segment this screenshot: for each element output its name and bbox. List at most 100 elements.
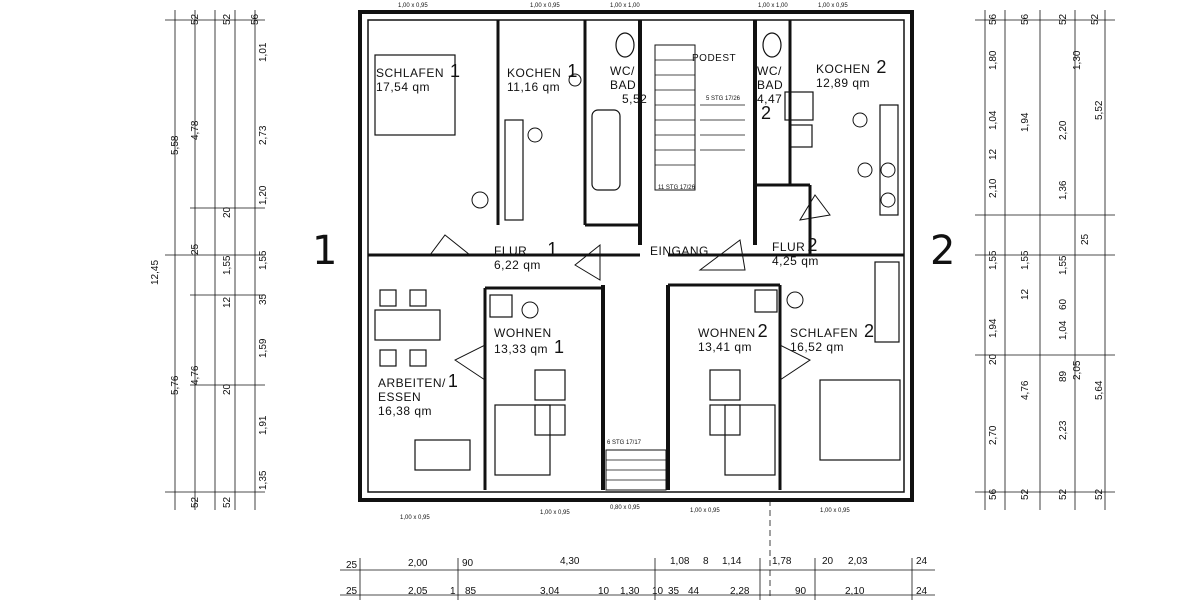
dim-left: 52 <box>222 496 233 508</box>
dim-bottom: 1,78 <box>772 556 792 567</box>
bed-right <box>819 379 901 461</box>
room-area: 6,22 qm <box>494 258 541 272</box>
dim-right: 1,94 <box>1020 112 1031 132</box>
stair-note-lower: 11 STG 17/26 <box>658 185 695 191</box>
dim-right: 56 <box>988 488 999 500</box>
dim-bottom: 1,14 <box>722 556 742 567</box>
table-left <box>534 404 566 436</box>
room-schlafen-1: SCHLAFEN 1 17,54 qm <box>376 61 461 94</box>
shower-right <box>784 91 814 121</box>
room-area: 4,25 qm <box>772 254 819 268</box>
armchair-left <box>534 369 566 401</box>
desk <box>374 309 441 341</box>
toilet-right <box>762 32 782 58</box>
room-area: 5,52 <box>622 92 648 106</box>
dim-left: 1,01 <box>258 42 269 62</box>
dim-right: 20 <box>988 353 999 365</box>
room-name: WOHNEN <box>698 326 756 340</box>
dim-bottom: 2,28 <box>730 586 750 597</box>
window-mark: 1,00 x 0,95 <box>540 510 570 516</box>
sink-right-3 <box>880 192 896 208</box>
dim-bottom: 24 <box>916 556 928 567</box>
dim-bottom: 44 <box>688 586 700 597</box>
dim-bottom: 35 <box>668 586 680 597</box>
stair-treads-upper <box>655 59 745 166</box>
dim-bottom: 3,04 <box>540 586 560 597</box>
dim-right: 52 <box>1094 488 1105 500</box>
dim-right: 5,52 <box>1094 100 1105 120</box>
room-name: SCHLAFEN <box>790 326 859 340</box>
dim-bottom: 1,30 <box>620 586 640 597</box>
door-swing <box>779 344 811 381</box>
window-mark: 1,00 x 0,95 <box>690 508 720 514</box>
dim-right: 2,23 <box>1058 420 1069 440</box>
dim-bottom: 90 <box>795 586 807 597</box>
dim-right: 1,55 <box>1058 255 1069 275</box>
door-swing <box>429 234 472 256</box>
room-name-2: BAD <box>757 78 784 92</box>
room-wc-bad-1: WC/ BAD 5,52 <box>610 64 647 106</box>
room-num: 2 <box>807 235 818 255</box>
chair <box>379 349 397 367</box>
dim-right: 89 <box>1058 370 1069 382</box>
dim-bottom: 1 <box>450 586 456 597</box>
door-swing <box>698 239 746 271</box>
room-name: FLUR <box>494 244 528 258</box>
toilet-left <box>615 32 635 58</box>
dim-bottom: 2,03 <box>848 556 868 567</box>
lamp-wohnen1 <box>521 301 539 319</box>
room-num: 1 <box>450 61 461 81</box>
room-name: EINGANG <box>650 244 709 258</box>
room-area: 16,38 qm <box>378 404 433 418</box>
dim-right: 52 <box>1090 13 1101 25</box>
dim-right: 52 <box>1020 488 1031 500</box>
dim-right: 1,55 <box>988 250 999 270</box>
dim-bottom: 20 <box>822 556 834 567</box>
stair-note-upper: 5 STG 17/26 <box>706 96 741 102</box>
room-name: SCHLAFEN <box>376 66 445 80</box>
lamp-left <box>471 191 489 209</box>
dim-left: 20 <box>222 206 233 218</box>
door-swing <box>574 243 601 281</box>
room-name: WC/ <box>610 64 635 78</box>
dim-left: 25 <box>190 243 201 255</box>
dim-right: 52 <box>1058 13 1069 25</box>
room-arbeiten-essen-1: ARBEITEN/1 ESSEN 16,38 qm <box>378 372 458 418</box>
dim-left: 1,20 <box>258 185 269 205</box>
dim-left: 1,55 <box>222 255 233 275</box>
dim-right: 2,05 <box>1072 360 1083 380</box>
room-wc-bad-2: WC/ BAD 4,47 2 <box>757 64 783 122</box>
room-num: 1 <box>567 61 578 81</box>
cabinet-left <box>489 294 513 318</box>
dim-left-total: 12,45 <box>150 259 161 285</box>
lamp-wohnen2 <box>786 291 804 309</box>
dim-left: 20 <box>222 383 233 395</box>
dim-left: 2,73 <box>258 125 269 145</box>
dimension-lines-bottom <box>340 500 935 600</box>
dim-right: 5,64 <box>1094 380 1105 400</box>
dim-right: 56 <box>1020 13 1031 25</box>
room-num: 1 <box>547 239 558 259</box>
chair <box>409 289 427 307</box>
dim-right: 60 <box>1058 298 1069 310</box>
stove-right <box>852 112 868 128</box>
dim-bottom: 24 <box>916 586 928 597</box>
dim-bottom: 8 <box>703 556 709 567</box>
room-area: 17,54 qm <box>376 80 431 94</box>
dim-left: 52 <box>190 13 201 25</box>
dim-bottom: 2,00 <box>408 558 428 569</box>
armchair-right <box>709 369 741 401</box>
stair-treads-lower <box>606 459 666 481</box>
dim-left: 4,78 <box>190 120 201 140</box>
dim-bottom: 4,30 <box>560 556 580 567</box>
room-num: 2 <box>761 103 772 123</box>
dim-left: 12 <box>222 296 233 308</box>
sofa-left <box>494 404 551 476</box>
dim-bottom: 25 <box>346 560 358 571</box>
dim-right: 1,80 <box>988 50 999 70</box>
table-right <box>709 404 741 436</box>
outer-wall <box>358 10 914 502</box>
